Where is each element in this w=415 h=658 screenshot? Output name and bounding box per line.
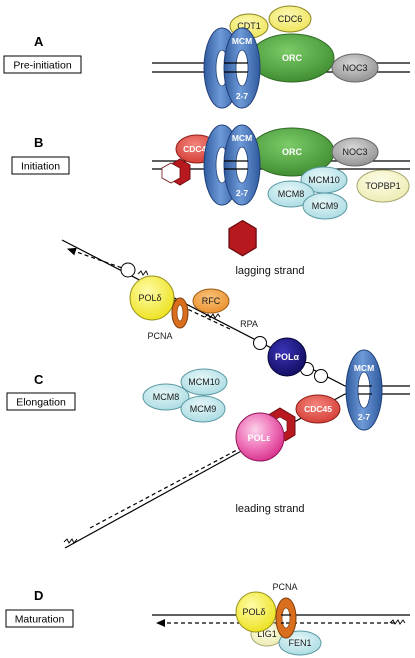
panel-a-letter: A — [34, 34, 44, 49]
mcm8-protein — [267, 180, 315, 208]
panel-b-stage-box — [11, 156, 70, 175]
panel-d-stage-box — [5, 609, 74, 628]
cdc45-protein — [295, 394, 341, 424]
mcm2-7-helicase — [203, 27, 261, 109]
rpa-circle — [120, 262, 136, 278]
mcm-label-top: MCM — [354, 363, 374, 373]
mcm-label-bottom: 2-7 — [236, 91, 249, 101]
cdt1-label: CDT1 — [237, 21, 261, 31]
mcm2-7-helicase — [203, 124, 261, 206]
rpa-circle — [253, 336, 267, 350]
mcm10-label: MCM10 — [188, 377, 220, 387]
mcm-label-bottom: 2-7 — [358, 412, 371, 422]
panel-c-letter: C — [34, 372, 44, 387]
lagging-strand-label: lagging strand — [235, 265, 304, 277]
pol-alpha — [267, 337, 307, 377]
gins-label: GINS — [161, 188, 182, 198]
panel-b-letter: B — [34, 135, 43, 150]
topbp1-protein — [356, 169, 410, 203]
mcm8-protein — [142, 383, 190, 411]
noc3-protein — [331, 137, 379, 167]
cdc45-label: CDC45 — [183, 144, 211, 154]
pol-delta-lagging — [129, 275, 175, 321]
mcm9-label: MCM9 — [312, 201, 339, 211]
noc3-label: NOC3 — [342, 63, 367, 73]
panel-b: B Initiation ORC NOC3 MCM10 MCM8 MCM9 TO… — [11, 124, 410, 257]
fen1-label: FEN1 — [288, 638, 311, 648]
rna-primer-squiggle — [63, 538, 78, 544]
pcna-clamp — [275, 597, 297, 639]
mcm8-label: MCM8 — [153, 392, 180, 402]
lig1-label: LIG1 — [257, 629, 277, 639]
mcm-label-bottom: 2-7 — [236, 188, 249, 198]
orc-label: ORC — [282, 147, 303, 157]
mcm9-protein — [302, 192, 348, 220]
mcm2-7-helicase — [345, 349, 383, 431]
cdc6-label: CDC6 — [278, 14, 303, 24]
panel-c-stage-label: Elongation — [16, 397, 66, 409]
rpa-label: RPA — [240, 319, 258, 329]
panel-d: D Maturation LIG1 FEN1 POLδ PCNA — [5, 582, 410, 656]
mcm10-label: MCM10 — [308, 175, 340, 185]
panel-b-stage-label: Initiation — [21, 161, 60, 173]
mcm10-protein — [180, 368, 228, 396]
topbp1-label: TOPBP1 — [365, 181, 400, 191]
pol-epsilon — [235, 412, 285, 462]
mcm9-protein — [180, 395, 226, 423]
panel-d-stage-label: Maturation — [15, 614, 65, 626]
rfc-label: RFC — [202, 296, 221, 306]
pcna-label: PCNA — [272, 582, 297, 592]
leading-new-strand — [89, 442, 251, 529]
panel-a-stage-label: Pre-initiation — [13, 60, 72, 72]
panel-c: C Elongation lagging strand leading stra… — [6, 239, 410, 549]
pcna-label: PCNA — [147, 331, 172, 341]
panel-a-stage-box — [3, 55, 82, 74]
mcm-label-top: MCM — [232, 36, 252, 46]
panel-c-stage-box — [6, 392, 76, 411]
panel-d-letter: D — [34, 588, 43, 603]
cdc45-label: CDC45 — [304, 404, 332, 414]
rna-primer-squiggle — [137, 270, 149, 276]
rna-primer-squiggle — [389, 619, 406, 625]
noc3-protein — [331, 53, 379, 83]
pol-delta-label: POLδ — [242, 607, 265, 617]
lagging-okazaki-fragment — [67, 247, 129, 271]
rna-primer-squiggle — [204, 313, 221, 319]
pol-delta-label: POLδ — [138, 293, 161, 303]
orc-label: ORC — [282, 53, 303, 63]
pcna-clamp — [171, 297, 189, 329]
leading-template-strand — [64, 393, 346, 549]
panel-a: A Pre-initiation ORC NOC3 CDT1 CDC6 MCM … — [3, 5, 410, 109]
cdc6-protein — [268, 5, 312, 33]
mcm-label-top: MCM — [232, 133, 252, 143]
pol-alpha-label: POLα — [275, 352, 300, 362]
pol-epsilon-label: POLε — [248, 433, 272, 443]
mcm9-label: MCM9 — [190, 404, 217, 414]
gins-label: GINS — [277, 439, 298, 449]
noc3-label: NOC3 — [342, 147, 367, 157]
mcm8-label: MCM8 — [278, 189, 305, 199]
rpa-circle — [314, 369, 328, 383]
leading-strand-label: leading strand — [235, 503, 304, 515]
gins-complex — [161, 158, 257, 257]
rfc-protein — [192, 288, 230, 314]
